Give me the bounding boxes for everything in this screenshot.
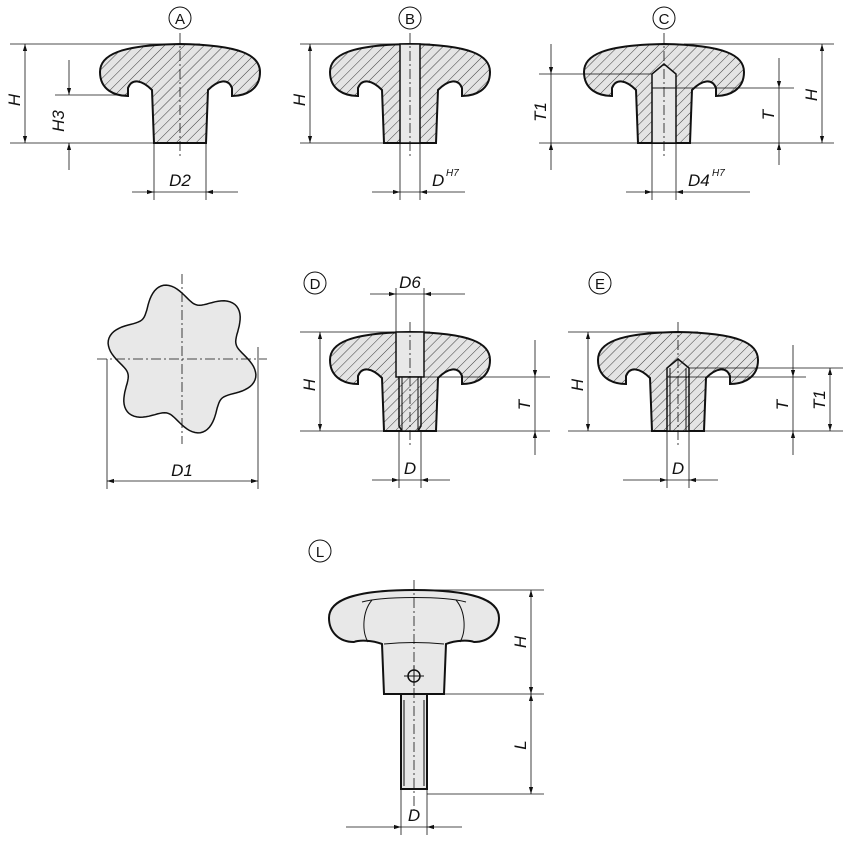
view-a-dim-h3: H3 [49,110,68,132]
view-e: E H T T1 D [568,271,843,488]
view-d: D D6 H T D [300,271,550,488]
view-c-marker: C [652,6,676,30]
view-e-marker: E [588,271,612,295]
view-d-marker: D [303,271,327,295]
view-a-marker-label: A [175,11,185,28]
view-a: A H H3 D2 [5,6,262,200]
view-d-marker-label: D [310,276,321,293]
view-c: C T1 T H D4 H7 [531,6,834,200]
view-c-dim-t: T [759,108,778,120]
view-c-dim-d4-tolerance: H7 [712,168,725,179]
view-e-marker-label: E [595,276,605,293]
view-c-blind-bore [651,63,677,144]
view-d-dim-h: H [300,378,319,391]
view-c-dim-h: H [802,88,821,101]
view-e-dim-d: D [672,459,684,478]
view-a-marker: A [168,6,192,30]
view-d-dim-d: D [404,459,416,478]
view-l-dim-l: L [511,740,530,749]
view-a-dim-h: H [5,93,24,106]
view-l-marker: L [308,539,332,563]
view-b-marker-label: B [405,11,415,28]
view-c-marker-label: C [659,11,670,28]
view-l-dim-h: H [511,635,530,648]
view-b-marker: B [398,6,422,30]
view-a-dim-d2: D2 [169,171,191,190]
view-b-dim-d-tolerance: H7 [446,168,459,179]
view-e-dim-h: H [568,378,587,391]
view-l-marker-label: L [316,544,324,561]
view-l: L H L D [308,539,544,835]
view-d-dim-t: T [515,398,534,410]
view-d-dim-d6: D6 [399,273,421,292]
view-l-dim-d: D [408,806,420,825]
view-b: B H D H7 [290,6,492,200]
view-e-dim-t: T [773,398,792,410]
top-view: D1 [97,274,267,489]
view-e-dim-t1: T1 [810,390,829,410]
view-c-dim-d4: D4 [688,171,710,190]
view-b-dim-h: H [290,93,309,106]
view-c-dim-t1: T1 [531,102,550,122]
view-b-dim-d: D [432,171,444,190]
top-view-dim-d1: D1 [171,461,193,480]
